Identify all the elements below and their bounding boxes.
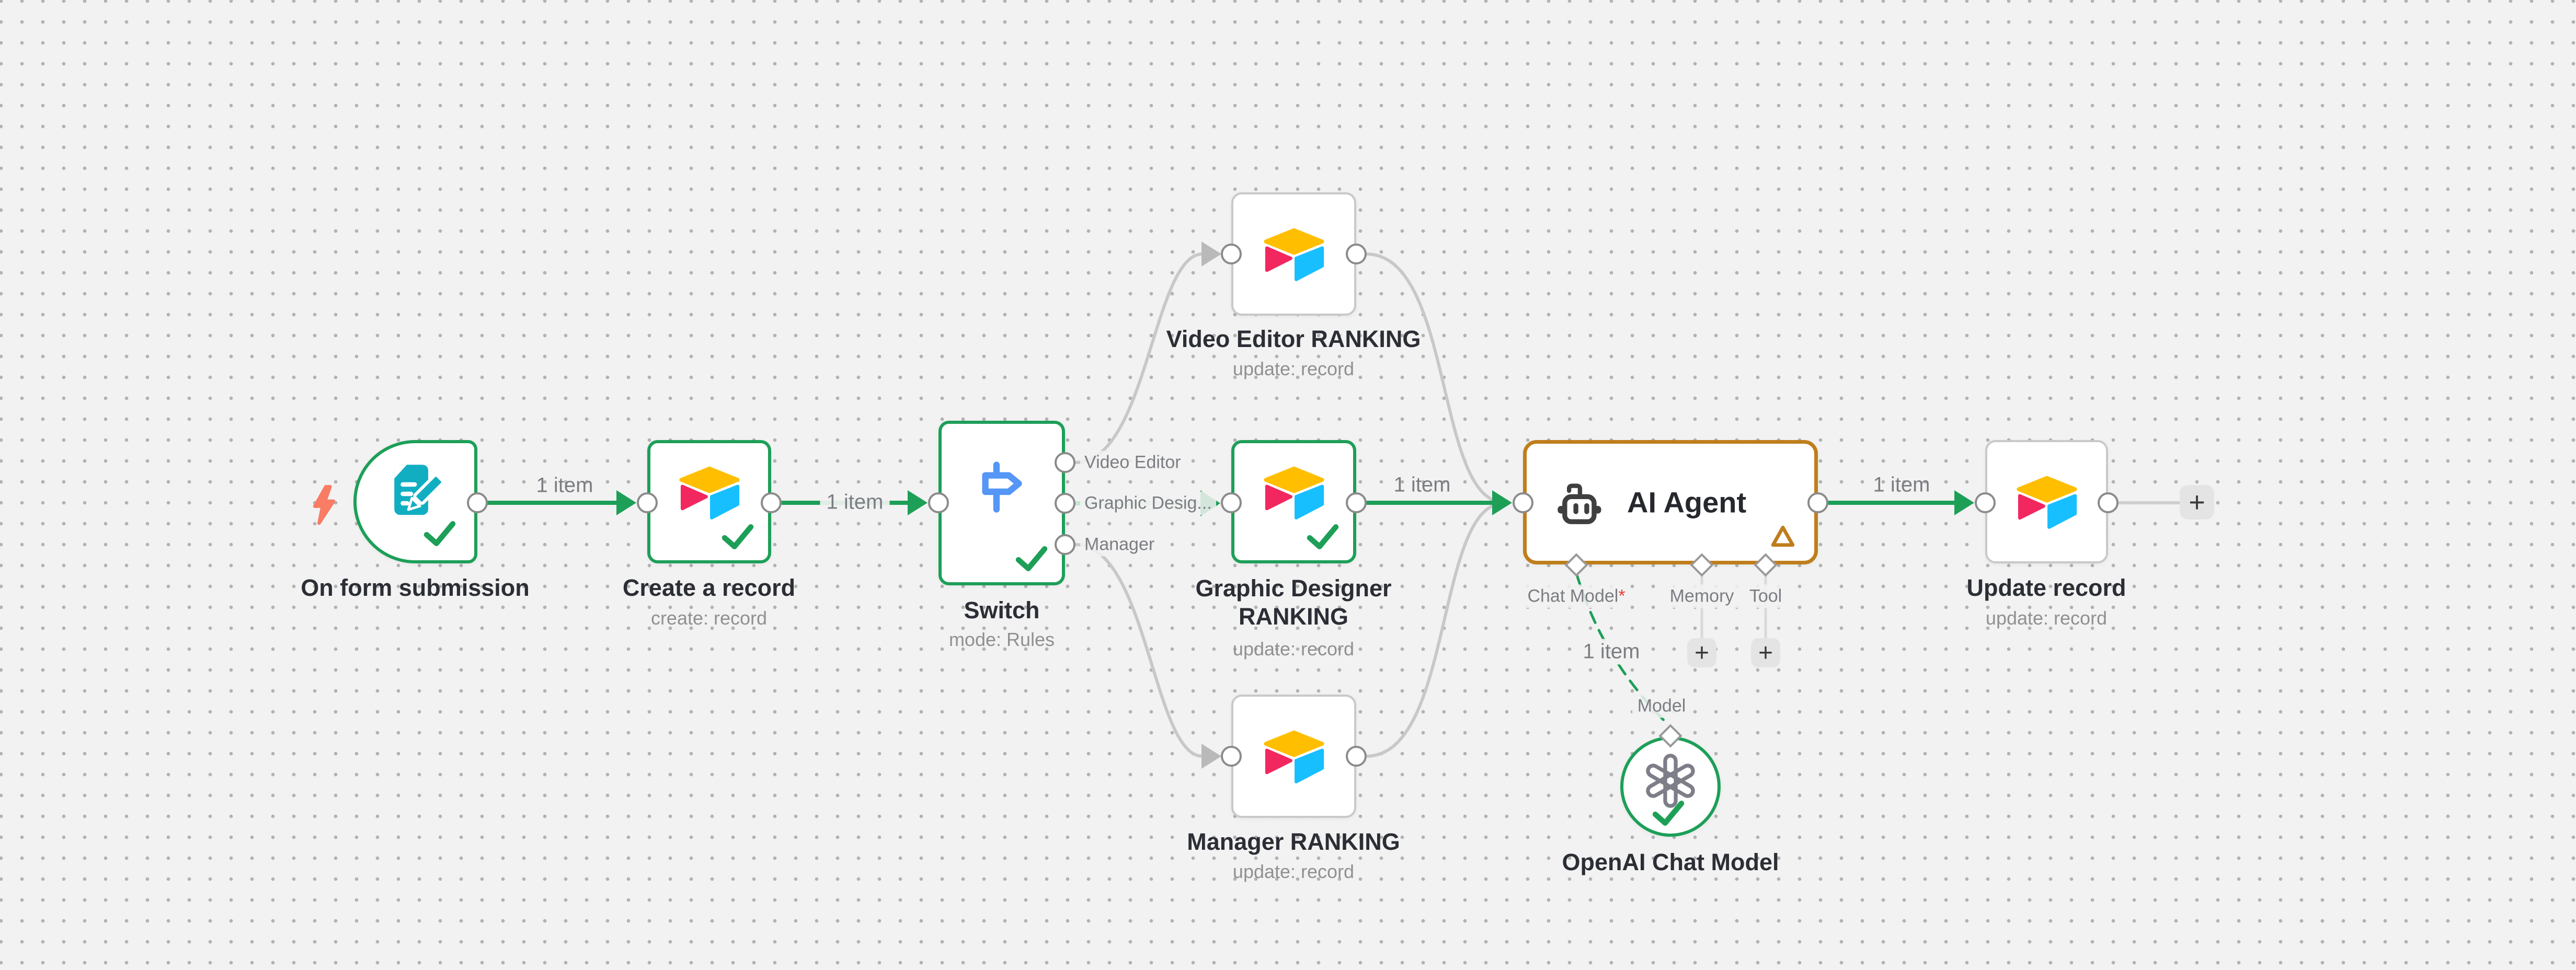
node-openai-chat-model[interactable] — [1620, 736, 1721, 837]
success-checkmark-icon — [1652, 801, 1685, 826]
output-port-manager-ranking[interactable] — [1346, 746, 1367, 767]
agent-chat-model-label: Chat Model* — [1522, 584, 1631, 608]
arrowhead-video-input — [1201, 241, 1221, 267]
edge-label-one-item: 1 item — [820, 489, 890, 515]
output-port-graphic-ranking[interactable] — [1346, 492, 1367, 513]
airtable-icon — [1263, 228, 1324, 281]
edge-video-agent[interactable] — [1365, 252, 1505, 504]
switch-output-label-manager: Manager — [1080, 533, 1159, 557]
switch-output-label-graphic-designer: Graphic Desig... — [1080, 491, 1216, 515]
node-title-create: Create a record — [622, 574, 796, 601]
output-port-create[interactable] — [761, 492, 782, 513]
output-port-form[interactable] — [467, 492, 488, 513]
lightning-trigger-icon — [313, 485, 336, 525]
node-title-switch: Switch — [964, 597, 1040, 623]
output-port-switch-video-editor[interactable] — [1055, 452, 1075, 473]
node-title-manager: Manager RANKING — [1187, 828, 1400, 855]
node-subtitle-update: update: record — [1985, 607, 2108, 629]
arrowhead-create-input — [616, 490, 636, 515]
success-checkmark-icon — [1015, 546, 1048, 571]
agent-chat-model-text: Chat Model — [1527, 586, 1619, 606]
success-checkmark-icon — [423, 521, 456, 546]
add-memory-button[interactable]: + — [1687, 638, 1716, 667]
switch-icon — [982, 461, 1022, 513]
arrowhead-agent-input — [1492, 490, 1512, 515]
airtable-icon — [2016, 476, 2077, 529]
robot-icon — [1558, 483, 1601, 524]
edge-switch-video[interactable] — [1074, 252, 1204, 464]
node-title-update: Update record — [1966, 574, 2126, 601]
arrowhead-switch-input — [908, 490, 928, 515]
switch-output-label-video-editor: Video Editor — [1080, 451, 1185, 475]
node-switch[interactable] — [938, 421, 1065, 585]
edge-label-one-item: 1 item — [536, 474, 593, 497]
node-subtitle-video: update: record — [1232, 358, 1355, 379]
node-subtitle-create: create: record — [650, 607, 768, 629]
airtable-icon — [1263, 466, 1324, 520]
output-port-switch-graphic-designer[interactable] — [1055, 493, 1075, 514]
airtable-icon — [1263, 730, 1324, 783]
agent-tool-label: Tool — [1744, 584, 1788, 608]
node-graphic-designer-ranking[interactable] — [1231, 440, 1356, 563]
add-next-node-button[interactable]: + — [2180, 485, 2214, 519]
agent-node-title: AI Agent — [1627, 486, 1747, 519]
output-port-agent[interactable] — [1807, 492, 1828, 513]
openai-icon — [1646, 754, 1695, 808]
node-subtitle-graphic: update: record — [1232, 638, 1355, 660]
output-port-switch-manager[interactable] — [1055, 534, 1075, 555]
node-subtitle-manager: update: record — [1232, 861, 1355, 882]
arrowhead-update-input — [1954, 490, 1974, 515]
airtable-icon — [679, 466, 740, 520]
input-port-switch[interactable] — [928, 492, 949, 513]
success-checkmark-icon — [1307, 524, 1339, 549]
edge-label-one-item: 1 item — [1576, 639, 1646, 665]
openai-model-port-label: Model — [1632, 694, 1691, 718]
input-port-create[interactable] — [637, 492, 658, 513]
node-create-a-record[interactable] — [647, 440, 771, 563]
output-port-video-ranking[interactable] — [1346, 244, 1367, 264]
node-title-openai: OpenAI Chat Model — [1562, 849, 1779, 875]
node-title-video: Video Editor RANKING — [1166, 326, 1421, 352]
node-on-form-submission[interactable] — [353, 440, 477, 563]
edge-manager-agent[interactable] — [1365, 502, 1505, 758]
required-marker: * — [1618, 586, 1625, 606]
input-port-update[interactable] — [1975, 492, 1996, 513]
agent-memory-label: Memory — [1664, 584, 1739, 608]
input-port-graphic-ranking[interactable] — [1221, 492, 1242, 513]
arrowhead-manager-input — [1201, 744, 1221, 769]
warning-triangle-icon — [1771, 525, 1795, 547]
node-ai-agent[interactable]: AI Agent — [1523, 440, 1818, 564]
node-video-editor-ranking[interactable] — [1231, 192, 1356, 316]
edge-label-one-item: 1 item — [1393, 473, 1451, 496]
input-port-agent[interactable] — [1513, 492, 1533, 513]
node-subtitle-switch: mode: Rules — [948, 629, 1055, 650]
input-port-manager-ranking[interactable] — [1221, 746, 1242, 767]
success-checkmark-icon — [722, 524, 754, 549]
input-port-video-ranking[interactable] — [1221, 244, 1242, 264]
node-manager-ranking[interactable] — [1231, 695, 1356, 818]
edge-label-one-item: 1 item — [1873, 473, 1930, 496]
form-icon — [394, 465, 444, 515]
node-title-form: On form submission — [301, 574, 530, 601]
output-port-update[interactable] — [2098, 492, 2119, 513]
node-update-record[interactable] — [1985, 440, 2108, 563]
node-title-graphic: Graphic Designer RANKING — [1195, 575, 1392, 630]
add-tool-button[interactable]: + — [1751, 638, 1780, 667]
